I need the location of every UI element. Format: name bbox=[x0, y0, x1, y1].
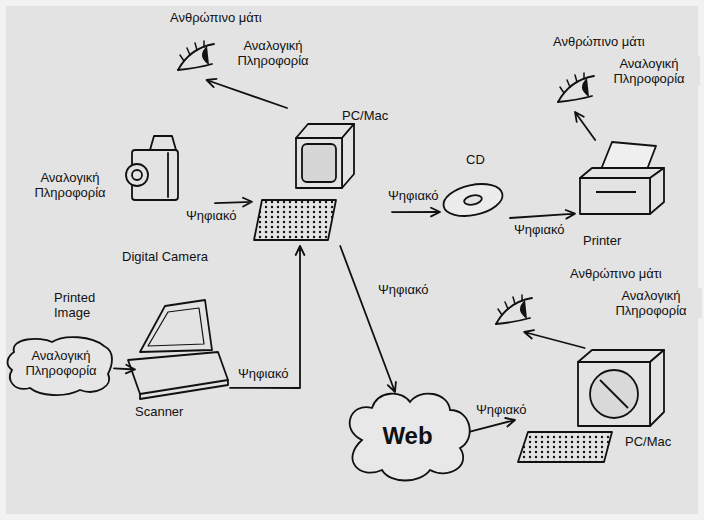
printer-box: Printer bbox=[575, 140, 667, 250]
flow-arrow bbox=[230, 246, 304, 388]
eye-icon bbox=[178, 41, 214, 70]
image-blob-outline bbox=[8, 337, 112, 395]
flow-arrow bbox=[524, 330, 585, 348]
scanner-icon bbox=[128, 300, 228, 399]
edge-label: Ψηφιακό bbox=[512, 222, 567, 237]
node-label: PC/Mac bbox=[342, 108, 388, 123]
node-label: Ανθρώπινο μάτι bbox=[553, 34, 645, 49]
flow-arrow bbox=[510, 210, 575, 219]
node-label: PC/Mac bbox=[625, 434, 671, 449]
edge-label: Αναλογική Πληροφορία bbox=[600, 288, 702, 318]
printer-icon bbox=[580, 142, 664, 214]
flow-arrow bbox=[215, 198, 252, 207]
computer-box: PC/Mac bbox=[515, 348, 685, 467]
flow-arrow bbox=[207, 79, 287, 108]
web-cloud-outline bbox=[350, 394, 470, 481]
node-label: CD bbox=[466, 152, 485, 167]
flow-arrow bbox=[340, 246, 396, 392]
flow-arrow bbox=[114, 365, 135, 374]
cd-box: CD bbox=[440, 150, 510, 230]
printed-image-blob: Printed ImageΑναλογική Πληροφορία bbox=[8, 290, 114, 396]
scanner-box: Scanner bbox=[135, 300, 230, 422]
edge-label: Αναλογική Πληροφορία bbox=[598, 56, 700, 86]
web-cloud: Web bbox=[345, 392, 470, 482]
edge-label: Αναλογική Πληροφορία bbox=[222, 38, 324, 68]
node-label: Printer bbox=[583, 233, 621, 248]
cd-icon bbox=[441, 179, 506, 221]
camera-box: Digital Camera bbox=[115, 125, 215, 267]
node-label: Αναλογική Πληροφορία bbox=[15, 348, 107, 378]
camera-icon bbox=[126, 136, 178, 200]
node-label: Scanner bbox=[135, 404, 183, 419]
edge-label: Ψηφιακό bbox=[386, 188, 441, 203]
info-label: Αναλογική Πληροφορία bbox=[22, 170, 118, 200]
frame bbox=[3, 3, 701, 517]
web-label: Web bbox=[382, 422, 432, 450]
computer-icon bbox=[254, 124, 354, 240]
edge-label: Ψηφιακό bbox=[376, 282, 431, 297]
eye-icon bbox=[496, 295, 532, 324]
node-label: Printed Image bbox=[54, 290, 112, 320]
flow-arrow bbox=[575, 112, 595, 140]
eye-icon bbox=[558, 73, 594, 102]
flow-arrow bbox=[392, 208, 440, 217]
flow-arrow bbox=[470, 418, 515, 432]
edge-label: Ψηφιακό bbox=[474, 402, 529, 417]
node-label: Digital Camera bbox=[122, 249, 208, 264]
node-label: Ανθρώπινο μάτι bbox=[170, 10, 262, 25]
edge-label: Ψηφιακό bbox=[236, 366, 291, 381]
edge-label: Ψηφιακό bbox=[184, 208, 239, 223]
computer-box: PC/Mac bbox=[252, 108, 392, 246]
node-label: Ανθρώπινο μάτι bbox=[570, 266, 662, 281]
